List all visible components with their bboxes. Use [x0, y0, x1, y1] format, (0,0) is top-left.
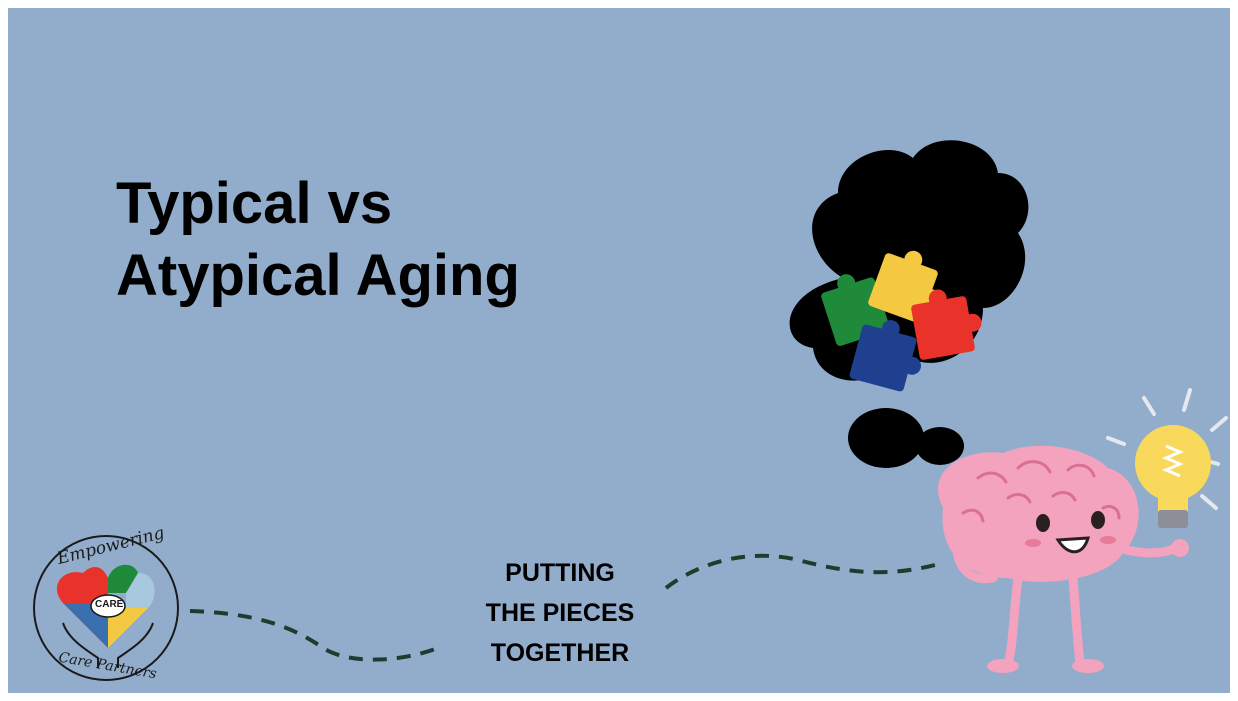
hands-icon [62, 622, 154, 668]
logo-center-text: CARE [95, 599, 124, 610]
slide: Typical vs Atypical Aging PUTTING THE PI… [8, 8, 1230, 693]
tagline-line-1: PUTTING [505, 559, 615, 587]
title-line-2: Atypical Aging [116, 243, 520, 308]
slide-title: Typical vs Atypical Aging [116, 168, 756, 312]
logo-emblem [33, 535, 179, 681]
tagline-line-2: THE PIECES [485, 599, 635, 627]
brain-character-icon [938, 445, 1189, 673]
tagline-line-3: TOGETHER [490, 639, 630, 667]
tagline: PUTTING THE PIECES TOGETHER [450, 553, 670, 673]
slide-artwork [33, 140, 1228, 681]
dashed-path-right [664, 553, 944, 590]
logo-heart-icon [56, 564, 155, 648]
title-line-1: Typical vs [116, 171, 393, 236]
puzzle-pieces-icon [821, 250, 982, 392]
dashed-path-left [189, 609, 439, 662]
lightbulb-icon [1106, 388, 1228, 528]
